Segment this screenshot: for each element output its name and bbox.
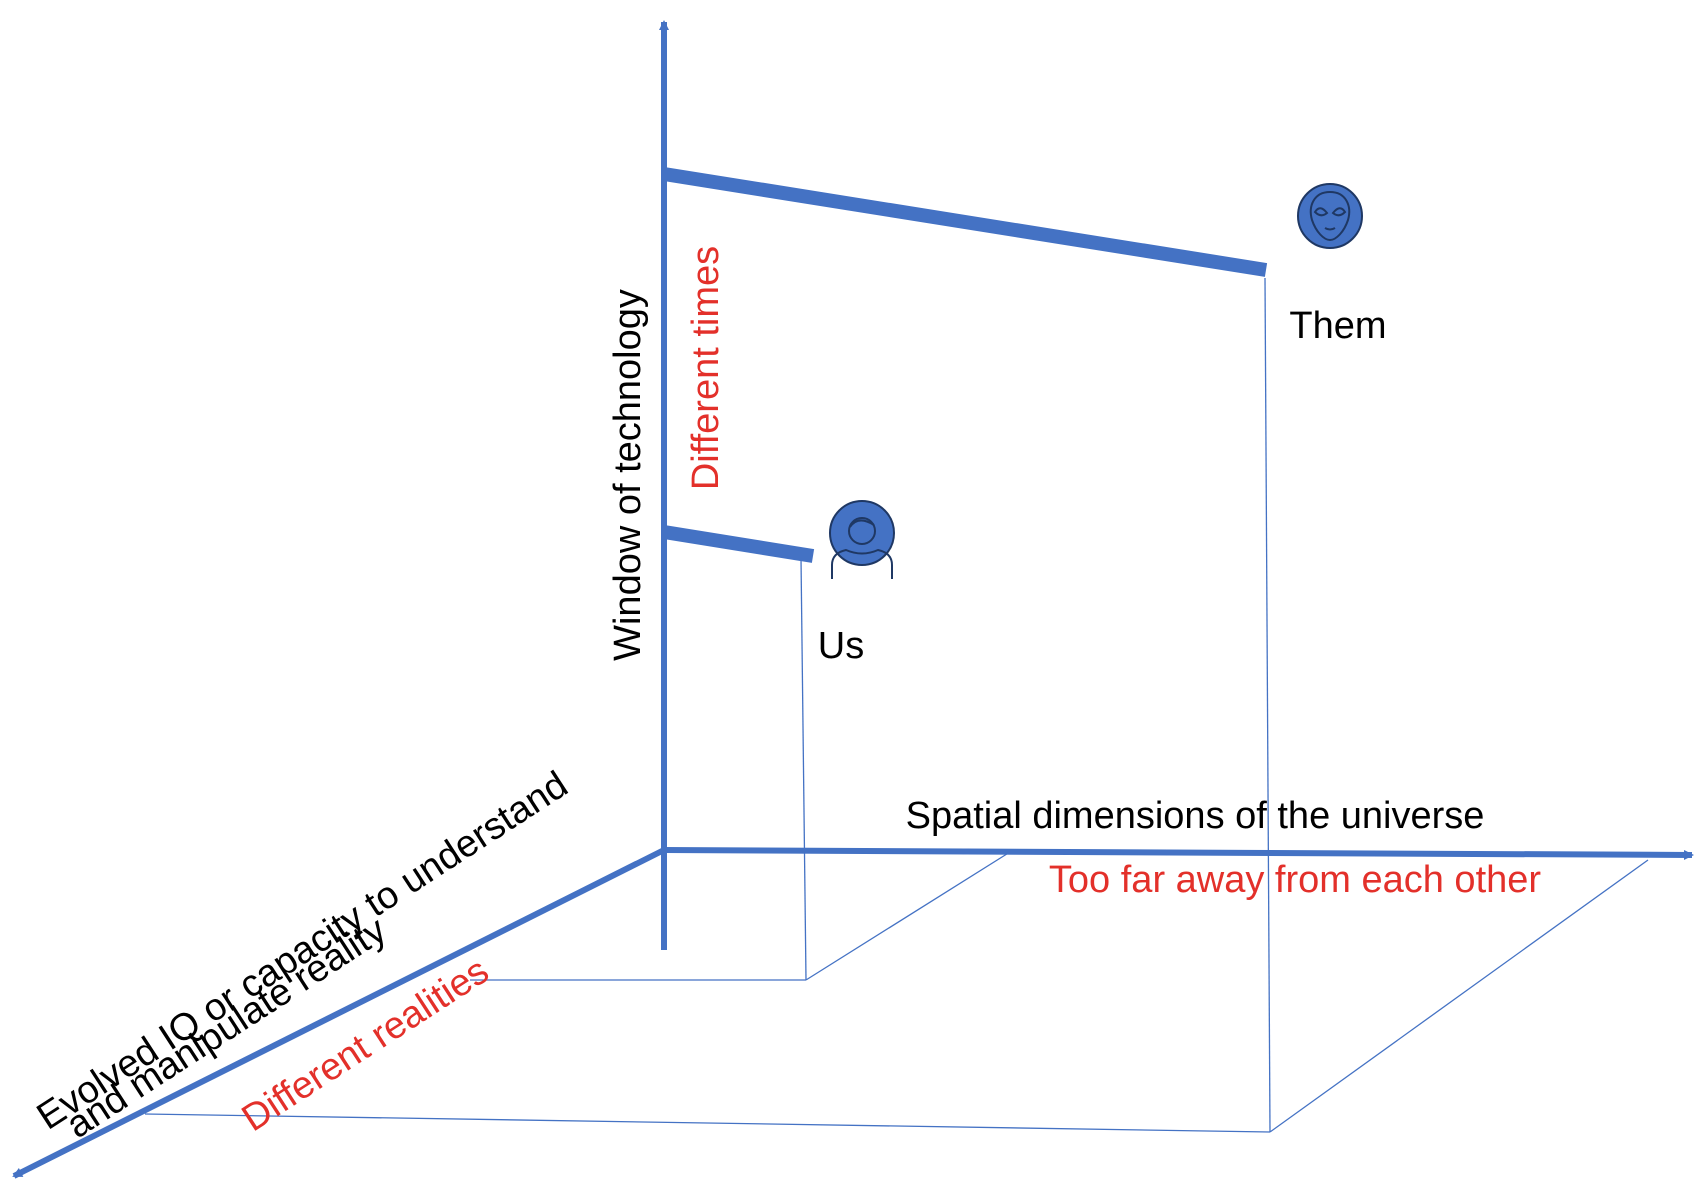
horizontal-axis bbox=[663, 847, 1694, 860]
depth-axis bbox=[12, 847, 666, 1179]
alien-icon bbox=[1297, 183, 1363, 249]
vertical-axis-note: Different times bbox=[685, 246, 727, 490]
them-window-bar bbox=[662, 167, 1268, 277]
window-bars bbox=[662, 167, 1268, 563]
us-floor-diagonal-line bbox=[805, 851, 1011, 981]
us-window-bar bbox=[662, 525, 815, 563]
them-floor-diagonal-line bbox=[1269, 859, 1649, 1133]
construction-lines bbox=[144, 277, 1649, 1133]
them-drop-line bbox=[1264, 277, 1271, 1133]
them-floor-front-line bbox=[144, 1113, 1271, 1133]
horizontal-axis-label: Spatial dimensions of the universe bbox=[906, 795, 1485, 837]
vertical-axis-label: Window of technology bbox=[607, 289, 649, 661]
us-drop-line bbox=[800, 557, 807, 981]
person-icon bbox=[829, 500, 895, 579]
them-label: Them bbox=[1289, 305, 1386, 347]
horizontal-axis-note: Too far away from each other bbox=[1049, 859, 1541, 901]
us-label: Us bbox=[818, 625, 864, 667]
depth-axis-label-line2: and manipulate reality bbox=[59, 909, 394, 1147]
